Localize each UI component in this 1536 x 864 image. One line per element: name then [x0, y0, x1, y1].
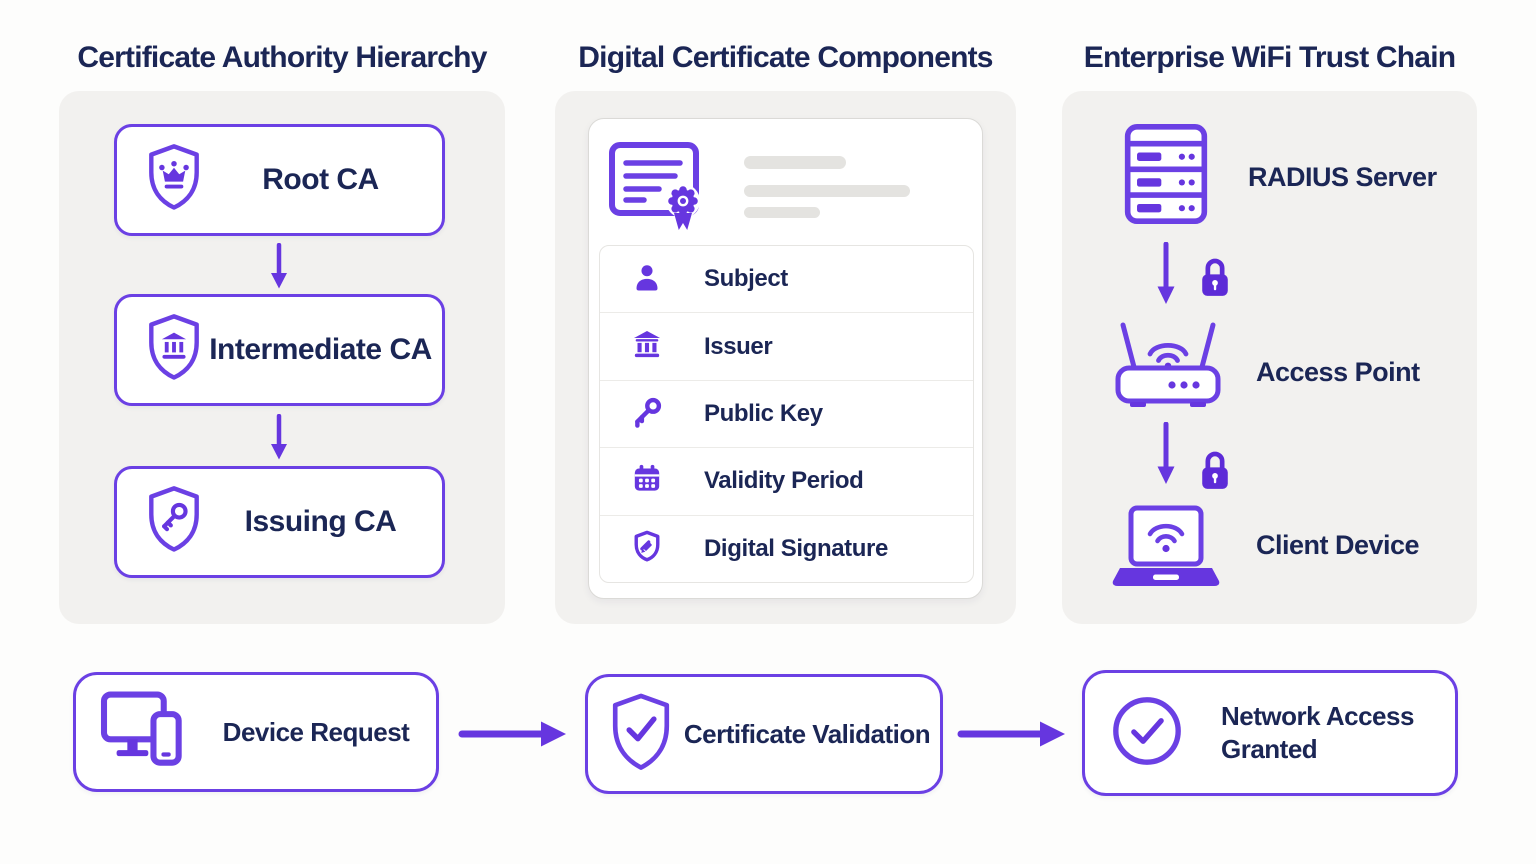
user-icon	[630, 260, 664, 299]
down-arrow-icon	[269, 413, 289, 466]
device-request-step: Device Request	[73, 672, 439, 792]
node-label: Root CA	[262, 163, 379, 196]
shield-check-icon	[608, 692, 674, 777]
placeholder-line	[744, 207, 820, 218]
devices-icon	[96, 688, 196, 777]
flow-step-label: Network Access Granted	[1221, 701, 1414, 764]
issuing-ca-node: Issuing CA	[114, 466, 445, 578]
signature-shield-icon	[630, 529, 664, 568]
field-row-validity-period: Validity Period	[600, 447, 973, 514]
placeholder-line	[744, 185, 910, 197]
field-label: Validity Period	[704, 467, 864, 495]
certificate-card: Subject Issuer	[588, 118, 983, 599]
key-icon	[630, 395, 664, 434]
laptop-icon	[1104, 503, 1228, 600]
down-arrow-icon	[269, 242, 289, 295]
router-icon	[1106, 315, 1230, 416]
certificate-icon	[607, 141, 703, 240]
right-arrow-icon	[957, 719, 1067, 754]
column-title-wifi-trust-chain: Enterprise WiFi Trust Chain	[1083, 41, 1456, 74]
flow-step-label: Device Request	[222, 716, 410, 747]
certificate-components-panel: Subject Issuer	[555, 91, 1016, 624]
intermediate-ca-node: Intermediate CA	[114, 294, 445, 406]
right-arrow-icon	[458, 719, 568, 754]
chain-node-label: RADIUS Server	[1248, 162, 1437, 192]
column-title-certificate-components: Digital Certificate Components	[578, 41, 993, 74]
down-arrow-icon	[1156, 241, 1176, 311]
flow-step-label: Certificate Validation	[683, 718, 931, 749]
calendar-icon	[630, 462, 664, 501]
ca-hierarchy-panel: Root CA Intermediate CA	[59, 91, 505, 624]
placeholder-line	[744, 156, 846, 169]
bank-icon	[630, 327, 664, 366]
field-row-public-key: Public Key	[600, 379, 973, 447]
circle-check-icon	[1109, 693, 1185, 774]
column-title-ca-hierarchy: Certificate Authority Hierarchy	[77, 41, 487, 74]
node-label: Issuing CA	[244, 505, 397, 538]
down-arrow-icon	[1156, 421, 1176, 491]
field-label: Public Key	[704, 400, 823, 428]
server-icon	[1123, 123, 1209, 231]
field-label: Subject	[704, 265, 788, 293]
certificate-field-list: Subject Issuer	[599, 245, 974, 583]
root-ca-node: Root CA	[114, 124, 445, 236]
shield-crown-icon	[141, 142, 207, 219]
node-label: Intermediate CA	[209, 333, 432, 366]
lock-icon	[1196, 254, 1234, 306]
field-label: Digital Signature	[704, 534, 888, 562]
network-access-granted-step: Network Access Granted	[1082, 670, 1458, 796]
certificate-validation-step: Certificate Validation	[585, 674, 943, 794]
wifi-trust-chain-panel: RADIUS Server	[1062, 91, 1477, 624]
chain-node-label: Client Device	[1256, 530, 1420, 560]
shield-key-icon	[141, 484, 207, 561]
field-row-issuer: Issuer	[600, 312, 973, 379]
shield-bank-icon	[141, 312, 207, 389]
field-label: Issuer	[704, 332, 773, 360]
field-row-digital-signature: Digital Signature	[600, 514, 973, 582]
field-row-subject: Subject	[600, 246, 973, 312]
lock-icon	[1196, 447, 1234, 499]
chain-node-label: Access Point	[1256, 357, 1420, 387]
